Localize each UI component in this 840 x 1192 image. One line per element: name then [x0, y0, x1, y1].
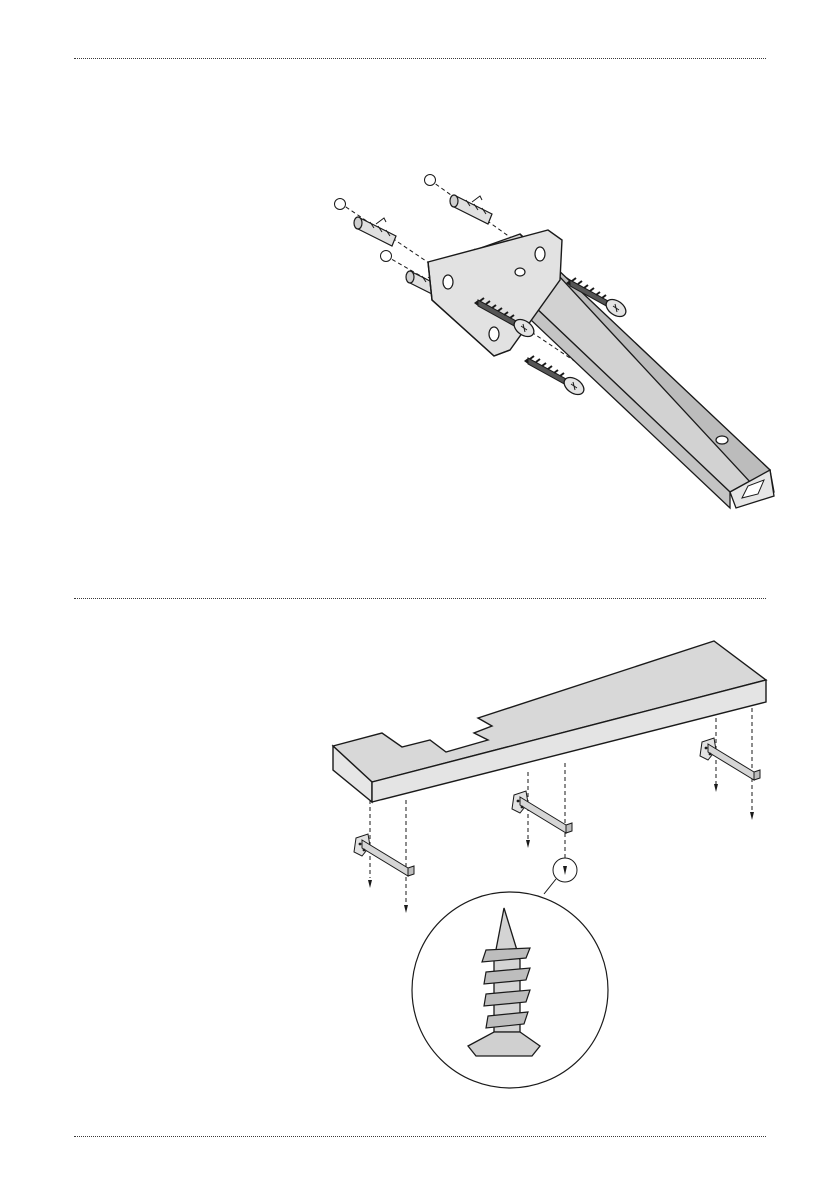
wall-plug-top — [450, 195, 492, 224]
shelf-bracket-middle — [512, 791, 572, 833]
shelf-bracket-left — [354, 834, 414, 876]
shelf-board — [333, 641, 766, 802]
shelf-bracket-right — [700, 738, 760, 780]
wall-plug-left — [354, 217, 396, 246]
bracket-wall-plate — [428, 230, 562, 356]
magnified-screw-detail — [412, 892, 608, 1088]
figure-1-bracket-exploded-view — [335, 175, 775, 509]
figure-2-shelf-mounting-view — [333, 641, 766, 1088]
